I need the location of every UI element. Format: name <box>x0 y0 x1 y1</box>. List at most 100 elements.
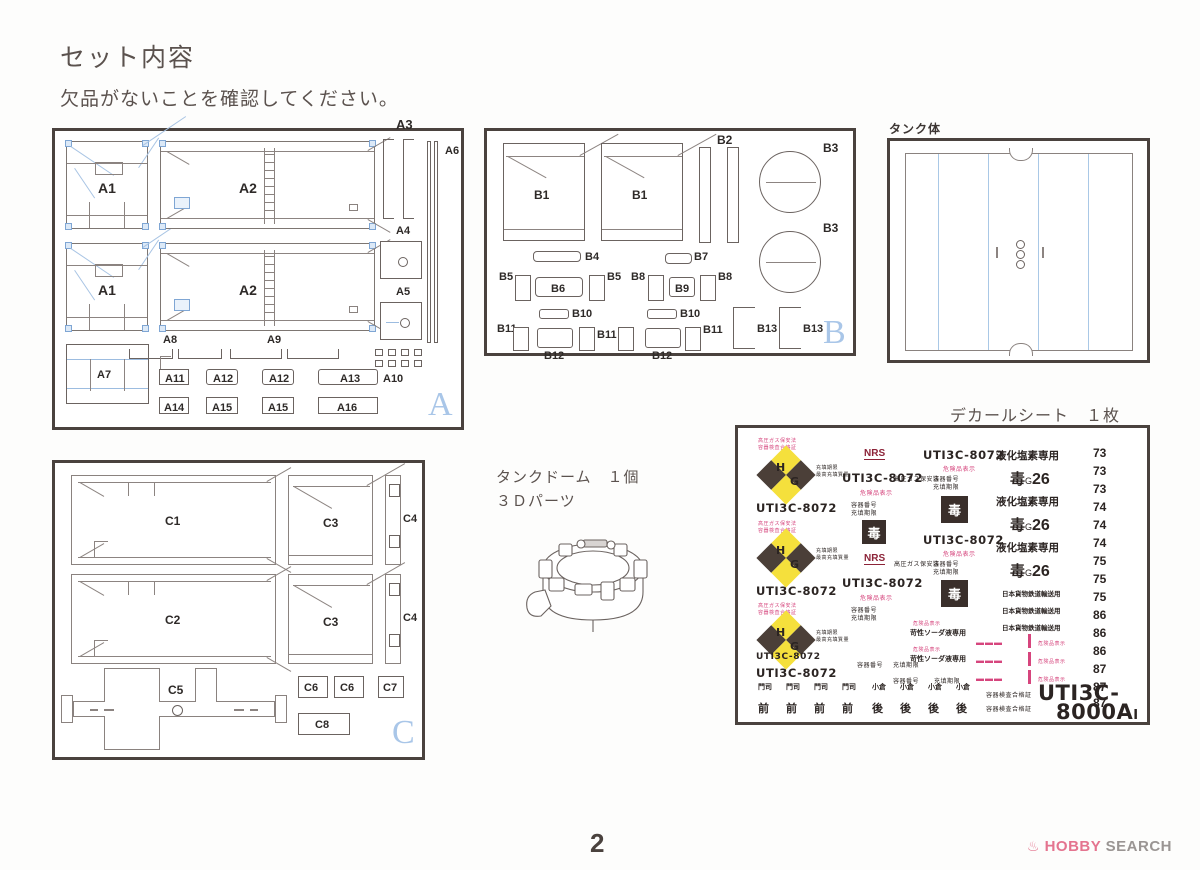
station-direction: 後 <box>956 703 967 715</box>
decal-micro-text: 高圧ガス保安法 <box>894 477 940 483</box>
decal-big-id-line2: 8000AI <box>1056 700 1139 724</box>
part-c6-2: C6 <box>334 676 364 698</box>
decal-number: 86 <box>1093 608 1107 622</box>
part-label-a10: A10 <box>383 373 404 385</box>
part-a2-top: A2 <box>159 137 391 233</box>
part-label-b13-right: B13 <box>803 323 824 335</box>
decal-number: 75 <box>1093 554 1107 568</box>
station-direction: 前 <box>842 703 853 715</box>
decal-number: 75 <box>1093 572 1107 586</box>
part-c4-top <box>385 475 401 565</box>
part-label-b8-left: B8 <box>631 271 646 283</box>
station-direction: 後 <box>900 703 911 715</box>
part-label: A12 <box>269 373 290 385</box>
part-label-b2: B2 <box>717 133 733 147</box>
decal-service-text: 液化塩素専用 <box>996 450 1059 462</box>
part-b12-1 <box>537 328 573 348</box>
part-label-a8: A8 <box>163 334 178 346</box>
part-label-b5-left: B5 <box>499 271 514 283</box>
hazard-sub: G <box>1025 522 1033 532</box>
part-label: A11 <box>165 373 185 385</box>
part-label: C1 <box>165 514 181 528</box>
station-direction: 後 <box>928 703 939 715</box>
part-c7: C7 <box>378 676 404 698</box>
decal-operator-mark: NRS <box>864 448 886 460</box>
tank-dome-illustration <box>515 520 675 640</box>
part-label: B1 <box>632 188 648 202</box>
part-label-a6: A6 <box>445 145 460 157</box>
decal-sheet-label: デカールシート １枚 <box>950 408 1121 425</box>
part-b11-3 <box>618 327 634 351</box>
station-mark: 小倉 <box>956 684 970 691</box>
decal-micro-text: 高圧ガス保安法 <box>758 438 797 444</box>
part-label: C8 <box>315 719 330 731</box>
part-label: A14 <box>164 402 185 414</box>
part-c8: C8 <box>298 713 350 735</box>
part-label-a3: A3 <box>396 117 413 132</box>
decal-micro-text: 容器番号 <box>851 608 878 614</box>
decal-pink-bar <box>1028 652 1031 666</box>
station-direction: 後 <box>872 703 883 715</box>
hg-logo-1 <box>756 445 816 505</box>
decal-hazard-code-3: 毒G26 <box>1010 560 1050 581</box>
part-a1-top: A1 <box>65 115 187 230</box>
part-b11-1 <box>513 327 529 351</box>
part-label-b11-2: B11 <box>597 329 617 341</box>
part-a15-1: A15 <box>206 397 238 414</box>
decal-micro-text: 容器番号 <box>933 477 960 483</box>
decal-number: 87 <box>1093 680 1107 694</box>
part-label-a4: A4 <box>396 225 411 237</box>
decal-soda-text: 苛性ソーダ液専用 <box>910 656 966 663</box>
part-c5-box-bottom <box>104 716 160 750</box>
decal-micro-text: 危険品表示 <box>1038 677 1066 683</box>
decal-number: 74 <box>1093 536 1107 550</box>
decal-soda-text: 苛性ソーダ液専用 <box>910 630 966 637</box>
part-label: C3 <box>323 615 339 629</box>
part-label: A1 <box>98 282 116 298</box>
decal-company-code-small: UTI3C-8072 <box>756 652 821 662</box>
part-label-b7: B7 <box>694 251 709 263</box>
sprue-letter-a: A <box>428 386 453 423</box>
decal-micro-text: 危険品表示 <box>943 467 976 473</box>
part-label-b4: B4 <box>585 251 600 263</box>
hg-logo-2 <box>756 528 816 588</box>
station-mark: 小倉 <box>928 684 942 691</box>
watermark-secondary: SEARCH <box>1105 838 1172 855</box>
decal-number: 86 <box>1093 626 1107 640</box>
part-a16: A16 <box>318 397 378 414</box>
decal-sheet-panel: 高圧ガス保安法 容器検査合格証 H G 充填期限 最高充填質量 UTI3C-80… <box>735 425 1150 725</box>
hg-letter-g: G <box>790 558 800 571</box>
hg-letter-g: G <box>790 640 800 653</box>
decal-hazard-code-2: 毒G26 <box>1010 514 1050 535</box>
part-b12-2 <box>645 328 681 348</box>
hazard-sub: G <box>1025 476 1033 486</box>
watermark-primary: HOBBY <box>1044 838 1101 855</box>
decal-micro-text: 充填期限 <box>851 616 878 622</box>
part-a15-2: A15 <box>262 397 294 414</box>
hazard-num: 26 <box>1032 471 1050 488</box>
part-b10-left <box>539 309 569 319</box>
hg-letter-g: G <box>790 475 800 488</box>
decal-micro-text: 危険品表示 <box>860 596 893 602</box>
part-b13-left <box>733 307 755 349</box>
decal-micro-text: 危険品表示 <box>1038 659 1066 665</box>
part-b3-top <box>759 151 821 213</box>
station-mark: 門司 <box>758 684 772 691</box>
part-label: A16 <box>337 402 358 414</box>
sprue-a-panel: A1 A1 <box>52 115 464 430</box>
station-direction: 前 <box>814 703 825 715</box>
part-a12-1: A12 <box>206 369 238 385</box>
decal-number: 87 <box>1093 662 1107 676</box>
decal-micro-text: 容器検査合格証 <box>986 707 1032 713</box>
sprue-b-panel: B1 B1 B2 B3 B3 B4 B7 B5 B6 <box>484 128 856 362</box>
part-a3-right <box>403 139 414 219</box>
decal-service-text: 液化塩素専用 <box>996 542 1059 554</box>
part-label-c4-bottom: C4 <box>403 612 418 624</box>
hazard-sub: G <box>1025 568 1033 578</box>
decal-operator-mark: NRS <box>864 553 886 565</box>
part-label: A2 <box>239 282 257 298</box>
decal-micro-text: 容器番号 <box>933 562 960 568</box>
decal-pink-bar <box>1028 670 1031 684</box>
part-label: C6 <box>304 682 319 694</box>
decal-micro-text: 充填期限 <box>934 679 961 685</box>
